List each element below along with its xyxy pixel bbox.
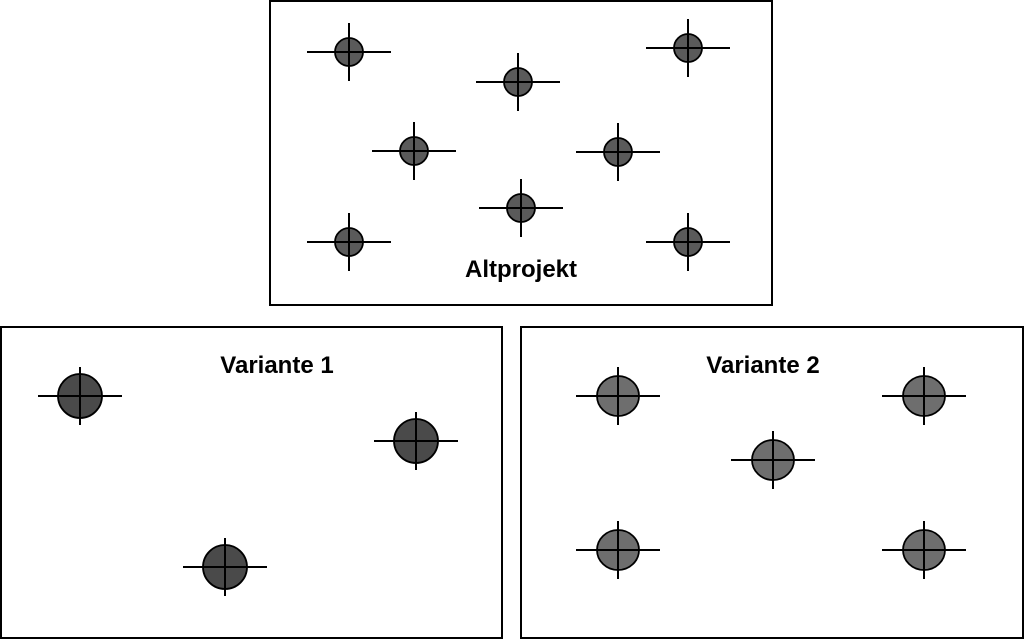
panel-variante-2: Variante 2 [520, 326, 1024, 639]
panel-altprojekt: Altprojekt [269, 0, 773, 306]
panel-title-variante-2: Variante 2 [706, 352, 820, 379]
panel-variante-1: Variante 1 [0, 326, 503, 639]
panel-title-altprojekt: Altprojekt [464, 256, 578, 283]
panel-title-variante-1: Variante 1 [220, 352, 334, 379]
